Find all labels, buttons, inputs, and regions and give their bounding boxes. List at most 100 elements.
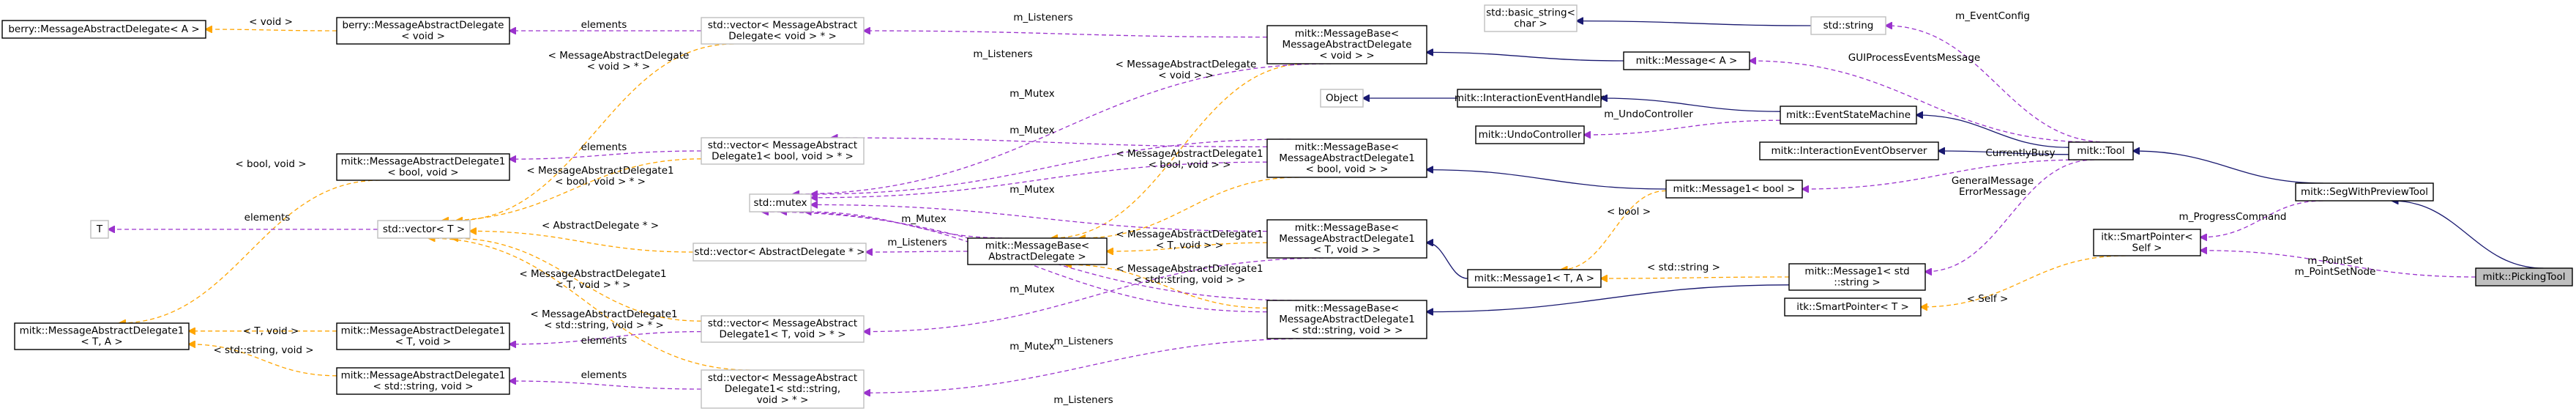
edge-label: < void > xyxy=(249,16,293,28)
class-node-message1-bool[interactable]: mitk::Message1< bool > xyxy=(1665,180,1803,199)
class-node-mb-mad1-str[interactable]: mitk::MessageBase<MessageAbstractDelegat… xyxy=(1266,300,1427,339)
class-node-undo[interactable]: mitk::UndoController xyxy=(1475,125,1585,144)
class-node-mb-mad-void[interactable]: mitk::MessageBase<MessageAbstractDelegat… xyxy=(1266,25,1427,64)
usage-edge xyxy=(864,338,1315,393)
edge-label-text: m_UndoController xyxy=(1604,108,1693,120)
class-node-label: mitk::MessageAbstractDelegate1 xyxy=(341,370,506,382)
usage-edge xyxy=(811,204,1268,232)
class-node-label: < std::string, void > xyxy=(373,381,473,393)
edge-label: m_Listeners xyxy=(1013,12,1072,23)
class-node-label: berry::MessageAbstractDelegate< A > xyxy=(8,23,199,35)
usage-edge xyxy=(509,381,702,390)
edge-label-text: m_Mutex xyxy=(1009,341,1054,352)
class-node-box xyxy=(1780,106,1917,125)
class-node-label: AbstractDelegate > xyxy=(988,251,1086,263)
class-node-label: < T, void > xyxy=(395,336,452,348)
class-node-berry-mad-void[interactable]: berry::MessageAbstractDelegate< void > xyxy=(336,17,510,45)
edge-label: m_Mutex xyxy=(1009,341,1054,352)
edge-label: < MessageAbstractDelegate< void > * > xyxy=(548,50,690,73)
edge-label-text: < std::string > xyxy=(1647,262,1720,273)
class-node-vec-mad1-bool[interactable]: std::vector< MessageAbstractDelegate1< b… xyxy=(701,137,865,165)
edge-label-text: < void > > xyxy=(1158,70,1213,81)
template-edge xyxy=(119,180,381,323)
class-node-smartptr-self[interactable]: itk::SmartPointer<Self > xyxy=(2093,229,2201,256)
class-node-label: itk::SmartPointer< xyxy=(2101,232,2192,243)
class-node-vec-mad-void[interactable]: std::vector< MessageAbstractDelegate< vo… xyxy=(701,17,865,45)
template-edge xyxy=(206,29,337,31)
edge-label-text: elements xyxy=(581,141,627,153)
class-node-label: Delegate1< bool, void > * > xyxy=(712,151,854,163)
class-node-pickingtool[interactable]: mitk::PickingTool xyxy=(2475,267,2573,287)
class-node-mad1-bool[interactable]: mitk::MessageAbstractDelegate1< bool, vo… xyxy=(336,153,510,181)
edge-label-text: < T, void > > xyxy=(1156,240,1223,251)
class-node-segwithpreview[interactable]: mitk::SegWithPreviewTool xyxy=(2295,182,2434,202)
class-node-label: mitk::Message1< bool > xyxy=(1673,183,1796,195)
edge-label: m_Listeners xyxy=(1053,394,1113,406)
class-node-message1-TA[interactable]: mitk::Message1< T, A > xyxy=(1467,269,1602,288)
class-node-berry-madA[interactable]: berry::MessageAbstractDelegate< A > xyxy=(1,20,206,39)
class-node-label: mitk::UndoController xyxy=(1479,129,1582,141)
class-node-label: mitk::MessageAbstractDelegate1 xyxy=(341,325,506,337)
class-node-mad1-TA[interactable]: mitk::MessageAbstractDelegate1< T, A > xyxy=(14,322,190,350)
inheritance-edge xyxy=(1427,243,1468,279)
inheritance-edge xyxy=(1427,52,1624,62)
usage-edge xyxy=(2200,251,2476,278)
class-node-label: Object xyxy=(1326,92,1358,104)
class-node-mad1-T[interactable]: mitk::MessageAbstractDelegate1< T, void … xyxy=(336,322,510,350)
class-node-label: std::vector< MessageAbstract xyxy=(708,20,857,32)
edge-label: < AbstractDelegate * > xyxy=(542,220,659,232)
edge-label-text: m_Mutex xyxy=(1009,284,1054,295)
class-node-mad1-str[interactable]: mitk::MessageAbstractDelegate1< std::str… xyxy=(336,367,510,395)
class-node-vec-ad[interactable]: std::vector< AbstractDelegate * > xyxy=(692,243,867,262)
edge-label-text: elements xyxy=(581,335,627,347)
edge-label-text: < AbstractDelegate * > xyxy=(542,220,659,232)
usage-edge xyxy=(1584,119,1781,135)
class-node-object[interactable]: Object xyxy=(1320,89,1364,108)
class-node-mb-mad1-T[interactable]: mitk::MessageBase<MessageAbstractDelegat… xyxy=(1266,219,1427,259)
template-edge xyxy=(1601,277,1790,278)
class-node-std-string[interactable]: std::string xyxy=(1810,16,1886,35)
class-node-label: MessageAbstractDelegate1 xyxy=(1279,152,1415,164)
class-node-message1-str[interactable]: mitk::Message1< std::string > xyxy=(1788,263,1926,291)
class-node-ieh[interactable]: mitk::InteractionEventHandler xyxy=(1455,89,1605,108)
class-node-tool[interactable]: mitk::Tool xyxy=(2068,141,2134,160)
class-node-T[interactable]: T xyxy=(90,220,109,239)
template-edge xyxy=(428,238,750,371)
class-node-mb-mad1-bool[interactable]: mitk::MessageBase<MessageAbstractDelegat… xyxy=(1266,138,1427,178)
class-node-mutex[interactable]: std::mutex xyxy=(749,193,812,212)
class-node-box xyxy=(14,322,190,350)
edge-label: m_Mutex xyxy=(1009,88,1054,100)
usage-edge xyxy=(1802,159,2086,189)
edge-label-text: m_PointSetNode xyxy=(2295,266,2376,278)
edge-label-text: < bool, void > xyxy=(235,158,306,170)
class-node-box xyxy=(336,153,510,181)
class-node-label: < void > > xyxy=(1319,50,1374,62)
class-node-label: < std::string, void > > xyxy=(1291,325,1403,336)
edge-label: m_EventConfig xyxy=(1955,10,2030,22)
edge-label: m_Listeners xyxy=(1053,336,1113,347)
class-node-itk-smartptr-T[interactable]: itk::SmartPointer< T > xyxy=(1784,297,1922,317)
edge-label-text: GUIProcessEventsMessage xyxy=(1848,52,1980,64)
edge-label: m_Mutex xyxy=(901,213,946,225)
class-node-box xyxy=(1788,263,1926,291)
class-node-label: std::vector< MessageAbstract xyxy=(708,140,857,152)
edge-label-text: < MessageAbstractDelegate1 xyxy=(530,308,677,320)
class-node-mb-ad[interactable]: mitk::MessageBase<AbstractDelegate > xyxy=(967,237,1108,265)
class-node-message-A[interactable]: mitk::Message< A > xyxy=(1623,51,1750,70)
class-node-basic-string[interactable]: std::basic_string<char > xyxy=(1484,4,1578,32)
class-node-vec-T[interactable]: std::vector< T > xyxy=(377,220,471,239)
edge-label-text: elements xyxy=(581,19,627,31)
class-node-vec-mad1-T[interactable]: std::vector< MessageAbstractDelegate1< T… xyxy=(701,315,865,343)
edge-label-text: < MessageAbstractDelegate1 xyxy=(1116,148,1263,160)
template-edge xyxy=(1921,255,2126,307)
usage-edge xyxy=(1886,26,2108,143)
class-node-ieo[interactable]: mitk::InteractionEventObserver xyxy=(1759,141,1939,160)
edge-label-text: m_Mutex xyxy=(1009,88,1054,100)
usage-edge xyxy=(1925,159,2095,272)
inheritance-edge xyxy=(1916,115,2069,148)
class-node-esm[interactable]: mitk::EventStateMachine xyxy=(1780,106,1917,125)
class-node-box xyxy=(336,322,510,350)
class-node-label: std::vector< AbstractDelegate * > xyxy=(695,246,865,258)
edge-label-text: m_Mutex xyxy=(1009,184,1054,196)
class-node-vec-mad1-str[interactable]: std::vector< MessageAbstractDelegate1< s… xyxy=(701,369,865,409)
